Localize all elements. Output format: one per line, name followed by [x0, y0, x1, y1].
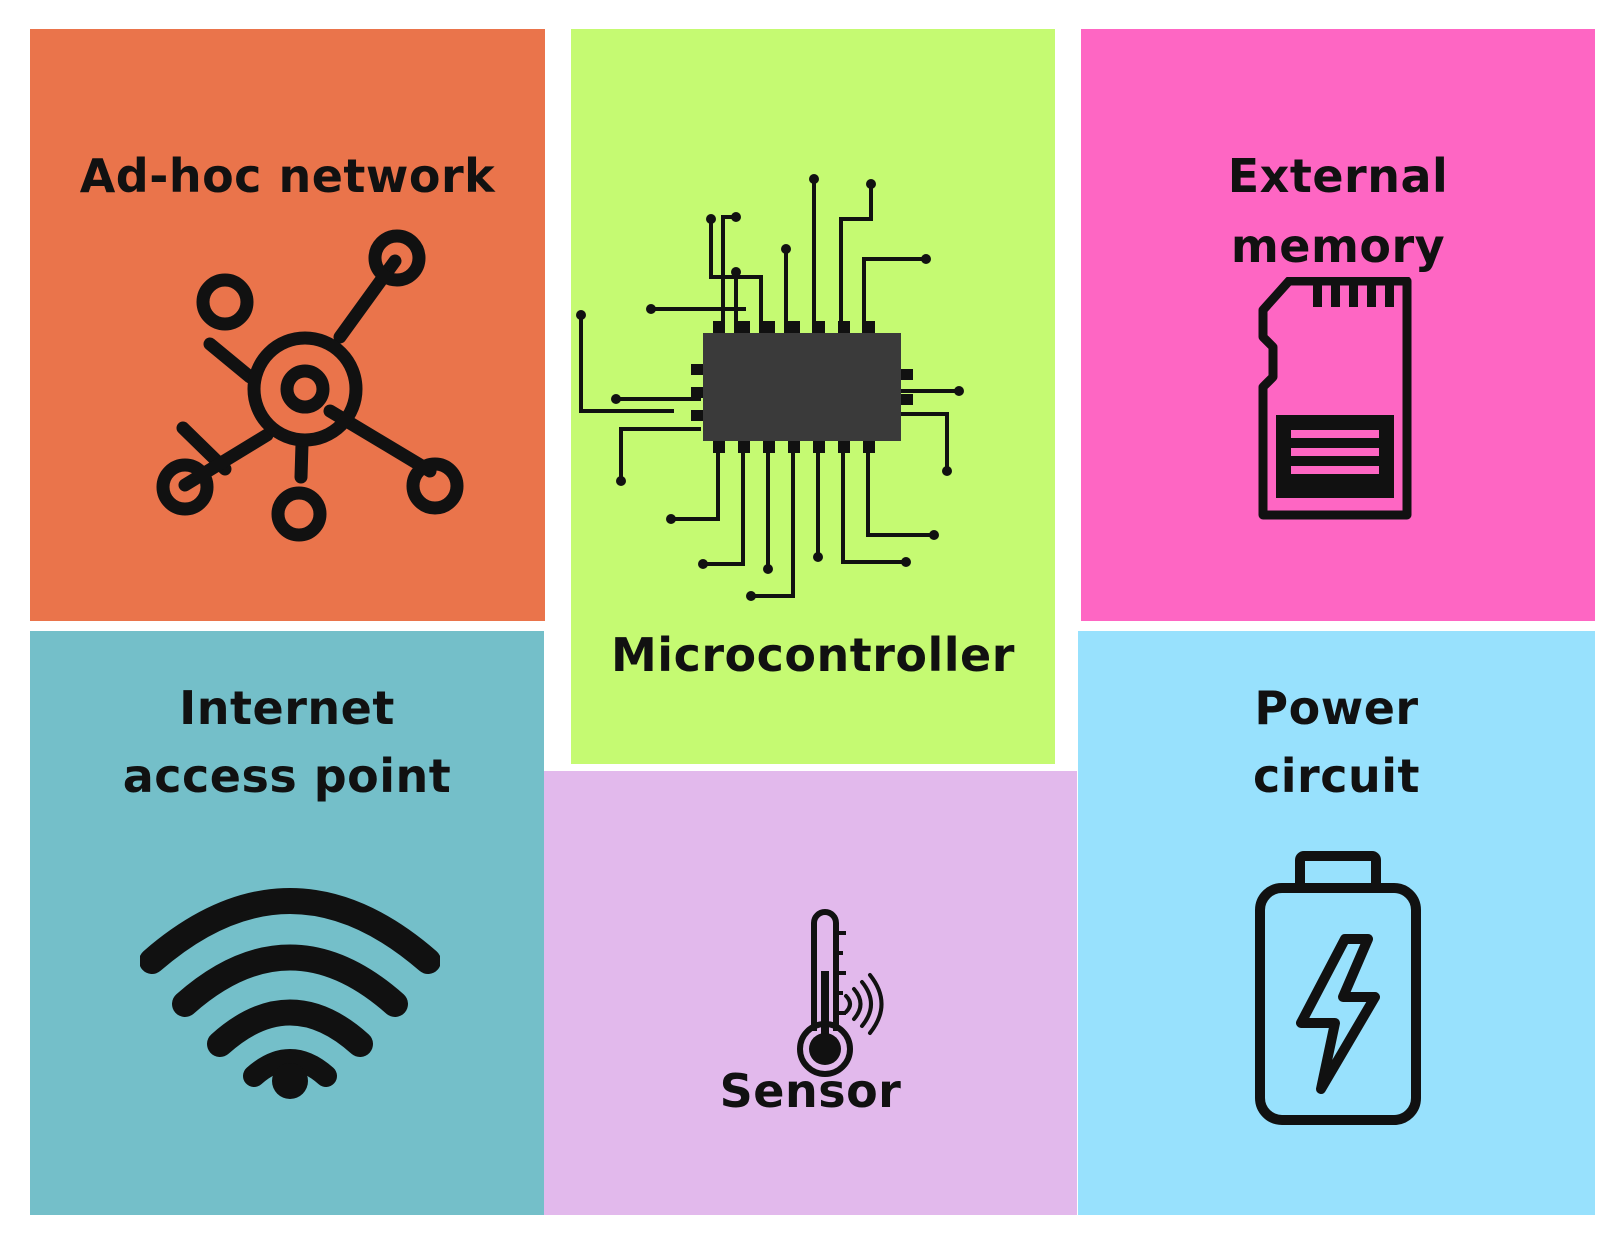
external-memory-panel: External memory	[1081, 29, 1595, 621]
sensor-label: Sensor	[719, 1064, 902, 1118]
wifi-icon	[140, 888, 440, 1099]
microchip-icon	[576, 174, 964, 601]
internet-access-point-panel: Internet access point	[30, 631, 544, 1215]
adhoc-network-label: Ad-hoc network	[79, 149, 496, 203]
internet-access-point-label-line2: access point	[122, 749, 452, 803]
power-circuit-label-line2: circuit	[1253, 749, 1420, 803]
internet-access-point-label-line1: Internet	[179, 681, 395, 735]
battery-icon	[1255, 851, 1421, 1125]
network-hub-icon	[156, 229, 464, 542]
adhoc-network-panel: Ad-hoc network	[30, 29, 545, 621]
power-circuit-panel: Power circuit	[1078, 631, 1595, 1215]
thermometer-sensor-icon	[797, 909, 884, 1077]
microcontroller-label: Microcontroller	[611, 628, 1015, 682]
sensor-panel: Sensor	[544, 771, 1077, 1215]
microcontroller-panel: Microcontroller	[571, 29, 1055, 764]
external-memory-label-line2: memory	[1230, 219, 1446, 273]
sd-card-icon	[1258, 277, 1412, 520]
external-memory-label-line1: External	[1227, 149, 1449, 203]
power-circuit-label-line1: Power	[1254, 681, 1419, 735]
